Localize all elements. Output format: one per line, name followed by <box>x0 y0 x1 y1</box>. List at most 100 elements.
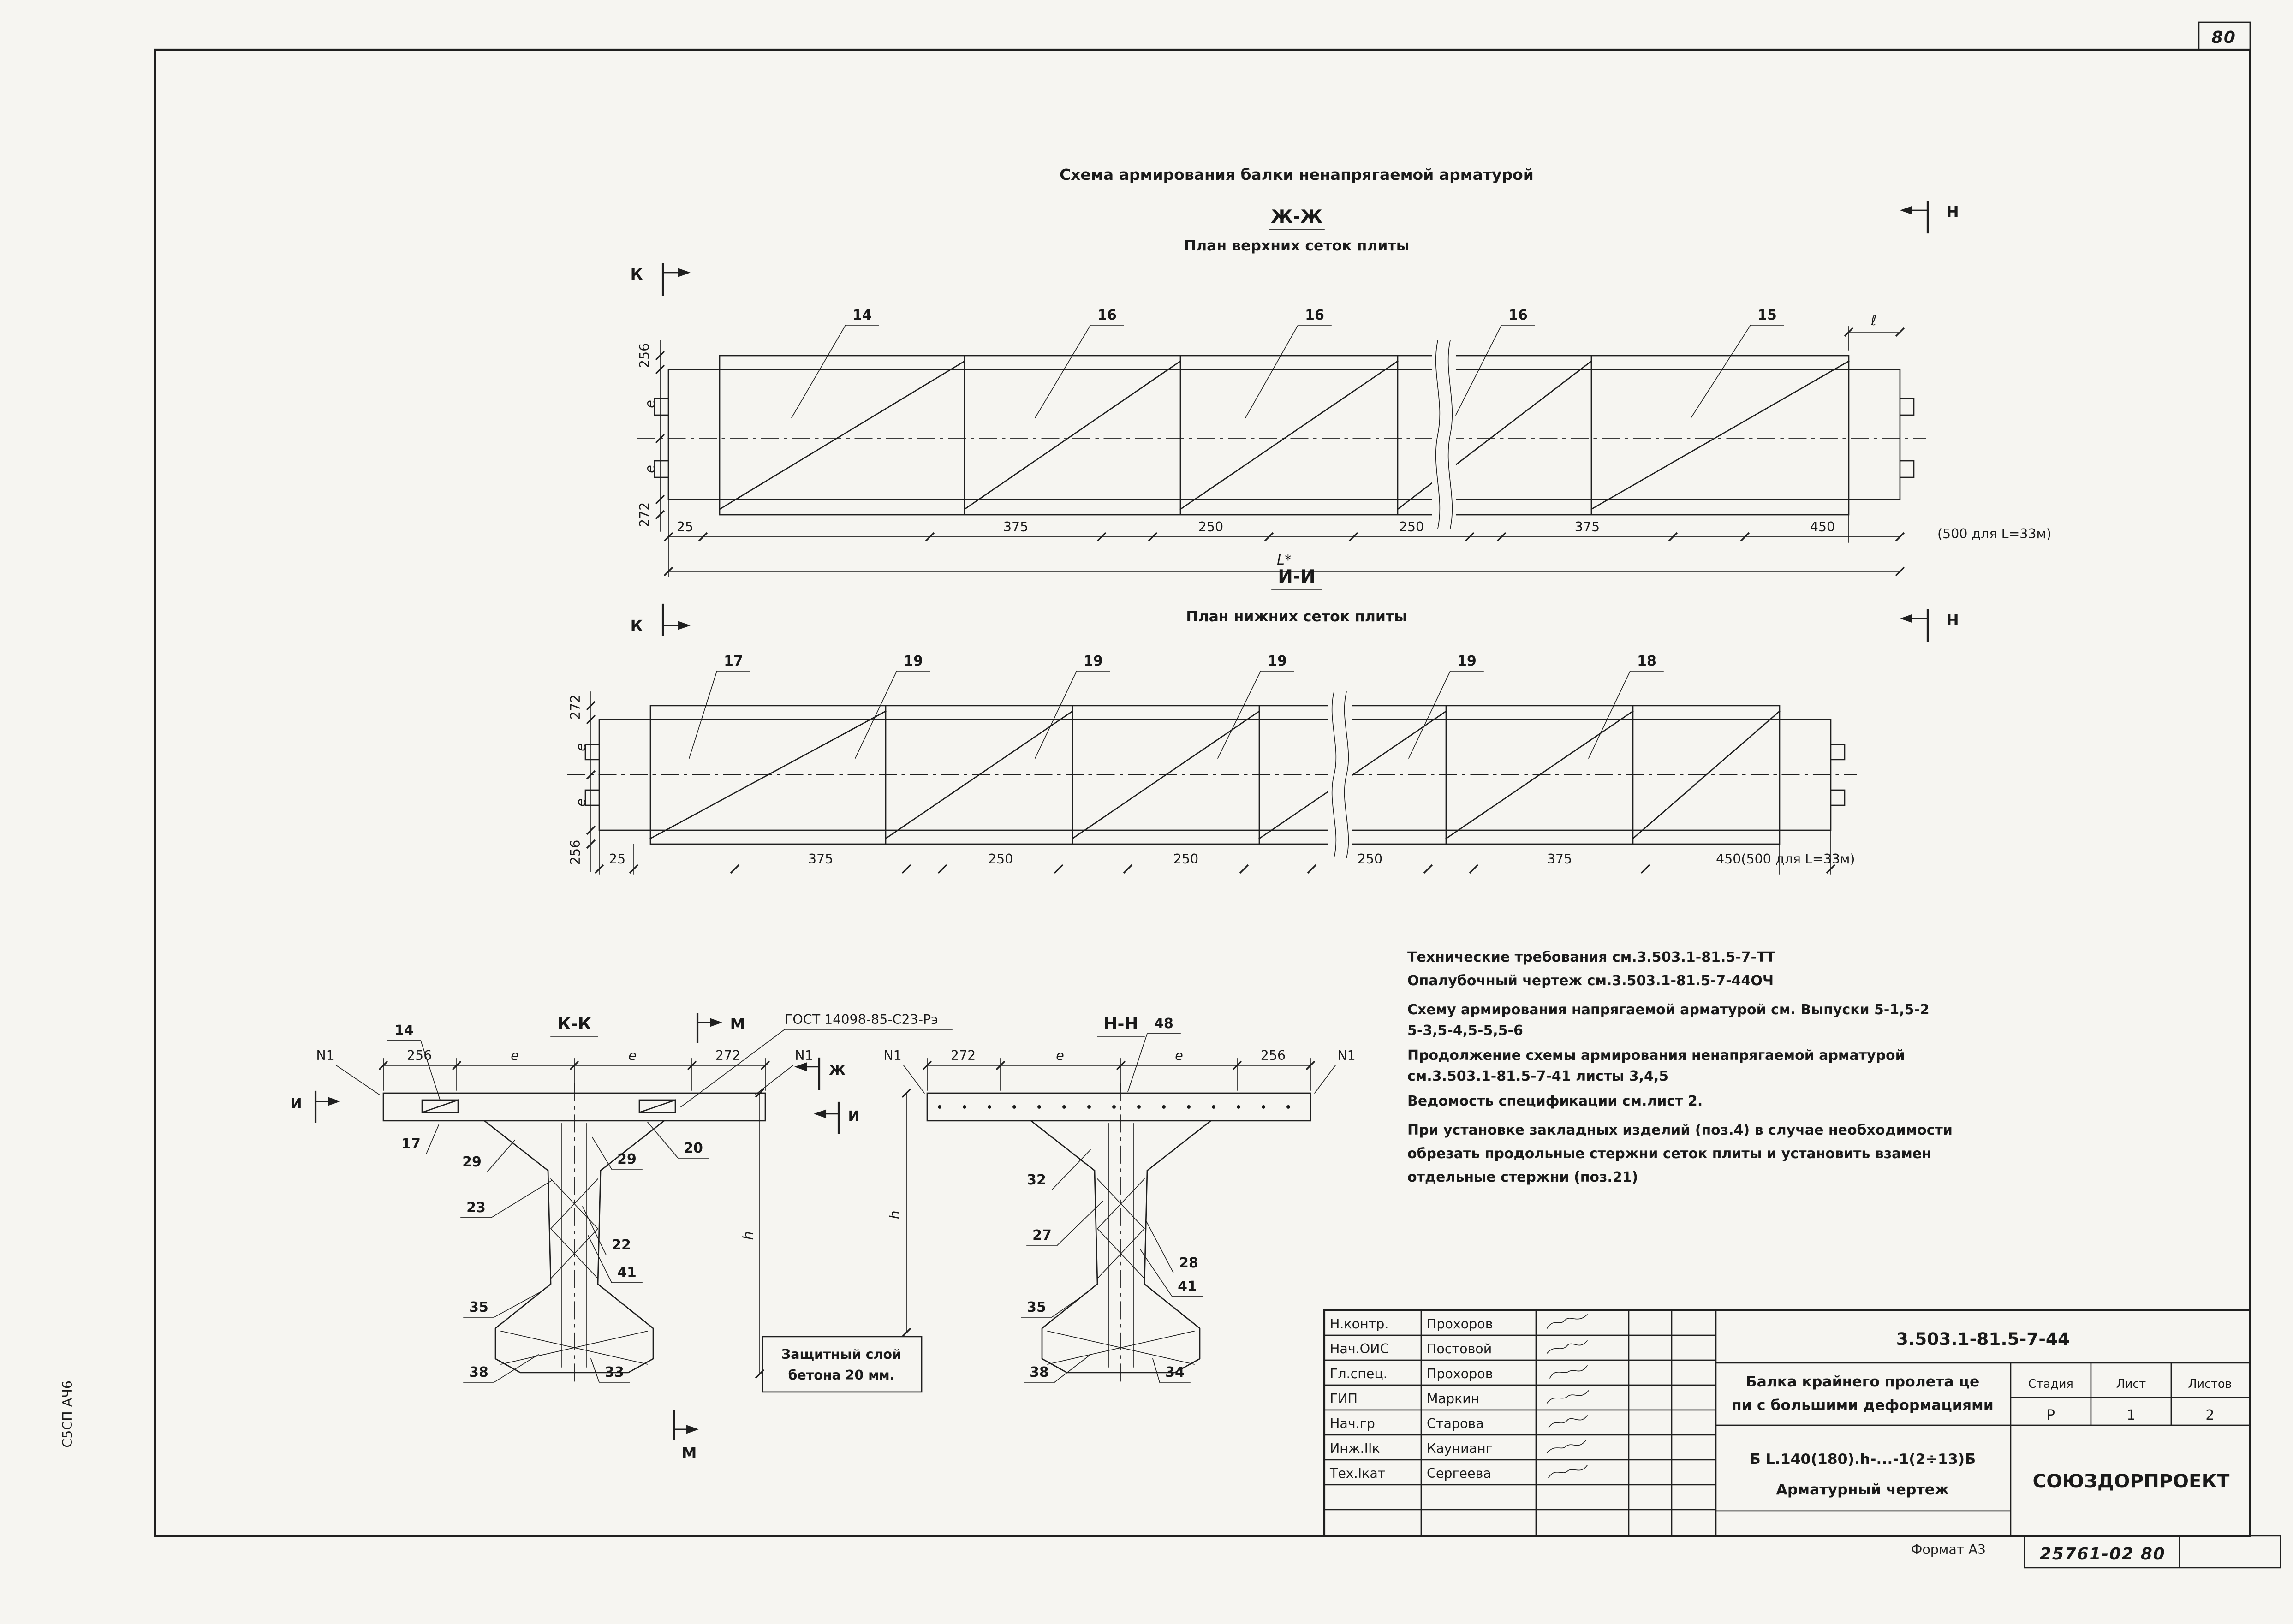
pos-label: 41 <box>617 1265 637 1281</box>
overall-length-label: L* <box>1277 552 1292 568</box>
bottom-dim: 375 <box>1575 519 1600 535</box>
format-label: Формат А3 <box>1911 1542 1986 1557</box>
section-nn-title: Н-Н <box>1103 1015 1138 1034</box>
signer-role: Нач.гр <box>1330 1416 1375 1431</box>
stamp-title-line1: Балка крайнего пролета це <box>1746 1374 1980 1390</box>
top-dim: 272 <box>715 1048 740 1063</box>
bottom-dim: 250 <box>1399 519 1424 535</box>
pos-label: 17 <box>401 1136 421 1152</box>
cut-mark-k-bottom: К <box>631 603 691 637</box>
sheet-number: 80 <box>2211 28 2236 47</box>
top-dim: 256 <box>1261 1048 1286 1063</box>
sheets-column-header: Листов <box>2188 1377 2232 1391</box>
pos-label: 35 <box>469 1299 488 1315</box>
top-dim: e <box>628 1048 637 1063</box>
note-line: Опалубочный чертеж см.3.503.1-81.5-7-44О… <box>1407 973 1774 989</box>
section-kk-view: К-К 256 e e 272 N1 N1 ГОСТ 14098-85-С23-… <box>290 1012 953 1462</box>
kk-pos-leaders <box>335 1029 953 1383</box>
inventory-box <box>2024 1535 2281 1569</box>
cut-arrowhead <box>678 268 691 277</box>
nn-pos-leaders <box>903 1033 1336 1383</box>
end-segment-dim: ℓ <box>1870 313 1876 329</box>
left-dim: 256 <box>637 343 652 368</box>
pos-label: 19 <box>1457 653 1477 669</box>
header: Схема армирования балки ненапрягаемой ар… <box>1060 166 1534 254</box>
pos-label: 22 <box>612 1237 631 1253</box>
cover-note-line1: Защитный слой <box>781 1347 901 1362</box>
pos-label: 19 <box>1084 653 1103 669</box>
stamp-outer-border <box>1323 1309 2251 1537</box>
bottom-dim: 375 <box>1547 851 1572 867</box>
kk-mesh-sections <box>421 1099 676 1113</box>
pos-label: 32 <box>1027 1172 1046 1188</box>
cut-letter: И <box>848 1108 859 1124</box>
cut-letter: И <box>290 1096 302 1112</box>
bottom-dim: 250 <box>1173 851 1198 867</box>
signature-marks <box>1546 1314 1590 1479</box>
section-mark-ii: И-И <box>1278 566 1315 587</box>
cut-letter: Н <box>1946 611 1959 629</box>
note-line: При установке закладных изделий (поз.4) … <box>1407 1122 1953 1138</box>
left-dim: 272 <box>568 695 583 720</box>
top-dim: e <box>511 1048 519 1063</box>
margin-code: С5СП АЧ6 <box>60 1380 75 1448</box>
left-dim: e <box>573 743 589 751</box>
stage-value: Р <box>2047 1407 2055 1423</box>
cut-arrowhead <box>328 1097 341 1106</box>
note-line: Ведомость спецификации см.лист 2. <box>1407 1093 1703 1109</box>
pos-label: 34 <box>1165 1364 1185 1380</box>
top-dim: 272 <box>951 1048 976 1063</box>
signer-role: Н.контр. <box>1330 1316 1388 1332</box>
bottom-dim: 375 <box>808 851 833 867</box>
nn-dimension-lines <box>906 1058 1311 1333</box>
signer-name: Прохоров <box>1427 1366 1493 1381</box>
pos-label: 27 <box>1032 1227 1052 1243</box>
top-dim: e <box>1175 1048 1183 1063</box>
signer-name: Сергеева <box>1427 1466 1491 1481</box>
mesh-mark: N1 <box>883 1048 901 1063</box>
title-block: Н.контр. Нач.ОИС Гл.спец. ГИП Нач.гр Инж… <box>1323 1309 2251 1537</box>
plan-bottom-subtitle: План нижних сеток плиты <box>1186 608 1407 625</box>
height-dim: h <box>887 1210 903 1219</box>
cover-note: Защитный слой бетона 20 мм. <box>762 1336 923 1393</box>
gost-note: ГОСТ 14098-85-С23-Рэ <box>785 1012 938 1027</box>
technical-notes: Технические требования см.3.503.1-81.5-7… <box>1407 949 1953 1185</box>
note-line: 5-3,5-4,5-5,5-6 <box>1407 1023 1523 1039</box>
bottom-dim: 25 <box>609 851 625 867</box>
pos-label: 48 <box>1154 1016 1173 1032</box>
plan-top-subtitle: План верхних сеток плиты <box>1184 238 1409 254</box>
pos-label: 16 <box>1097 307 1117 323</box>
drawing-title: Схема армирования балки ненапрягаемой ар… <box>1060 166 1534 184</box>
signer-role: Гл.спец. <box>1330 1366 1388 1381</box>
pos-label: 14 <box>852 307 872 323</box>
plan-top-view: 14 16 16 16 15 ℓ 256 e e 272 25 375 250 … <box>631 201 2051 642</box>
bottom-dim: 250 <box>988 851 1013 867</box>
section-kk-title: К-К <box>557 1015 591 1034</box>
inventory-code: 25761-02 80 <box>2040 1545 2166 1564</box>
pos-label: 20 <box>684 1140 703 1156</box>
signer-role: Инж.IIк <box>1330 1441 1380 1456</box>
pos-label: 15 <box>1757 307 1777 323</box>
cut-letter: Ж <box>829 1063 846 1079</box>
cut-mark-i-left: И <box>290 1090 341 1124</box>
cut-arrowhead <box>814 1109 827 1118</box>
sheets-value: 2 <box>2205 1407 2214 1423</box>
left-dim: e <box>643 400 658 408</box>
sheet-value: 1 <box>2126 1407 2135 1423</box>
pos-label: 41 <box>1178 1279 1197 1295</box>
bottom-dim-note: (500 для L=33м) <box>1937 526 2051 541</box>
pos-label: 14 <box>394 1023 414 1039</box>
pos-label: 19 <box>904 653 923 669</box>
pos-label: 16 <box>1305 307 1324 323</box>
cut-arrowhead <box>678 621 691 630</box>
sheet-number-box <box>2198 21 2251 51</box>
cut-mark-zh-right: Ж <box>794 1057 846 1090</box>
note-line: Продолжение схемы армирования ненапрягае… <box>1407 1047 1905 1064</box>
pos-label: 38 <box>469 1364 488 1380</box>
cut-arrowhead <box>794 1062 807 1071</box>
beam1-mesh-diagonals <box>719 360 1850 510</box>
top-dim: e <box>1056 1048 1064 1063</box>
plan-bottom-view: И-И План нижних сеток плиты 17 19 19 19 … <box>567 566 1857 875</box>
stamp-title-line2: пи с большими деформациями <box>1732 1397 1994 1414</box>
